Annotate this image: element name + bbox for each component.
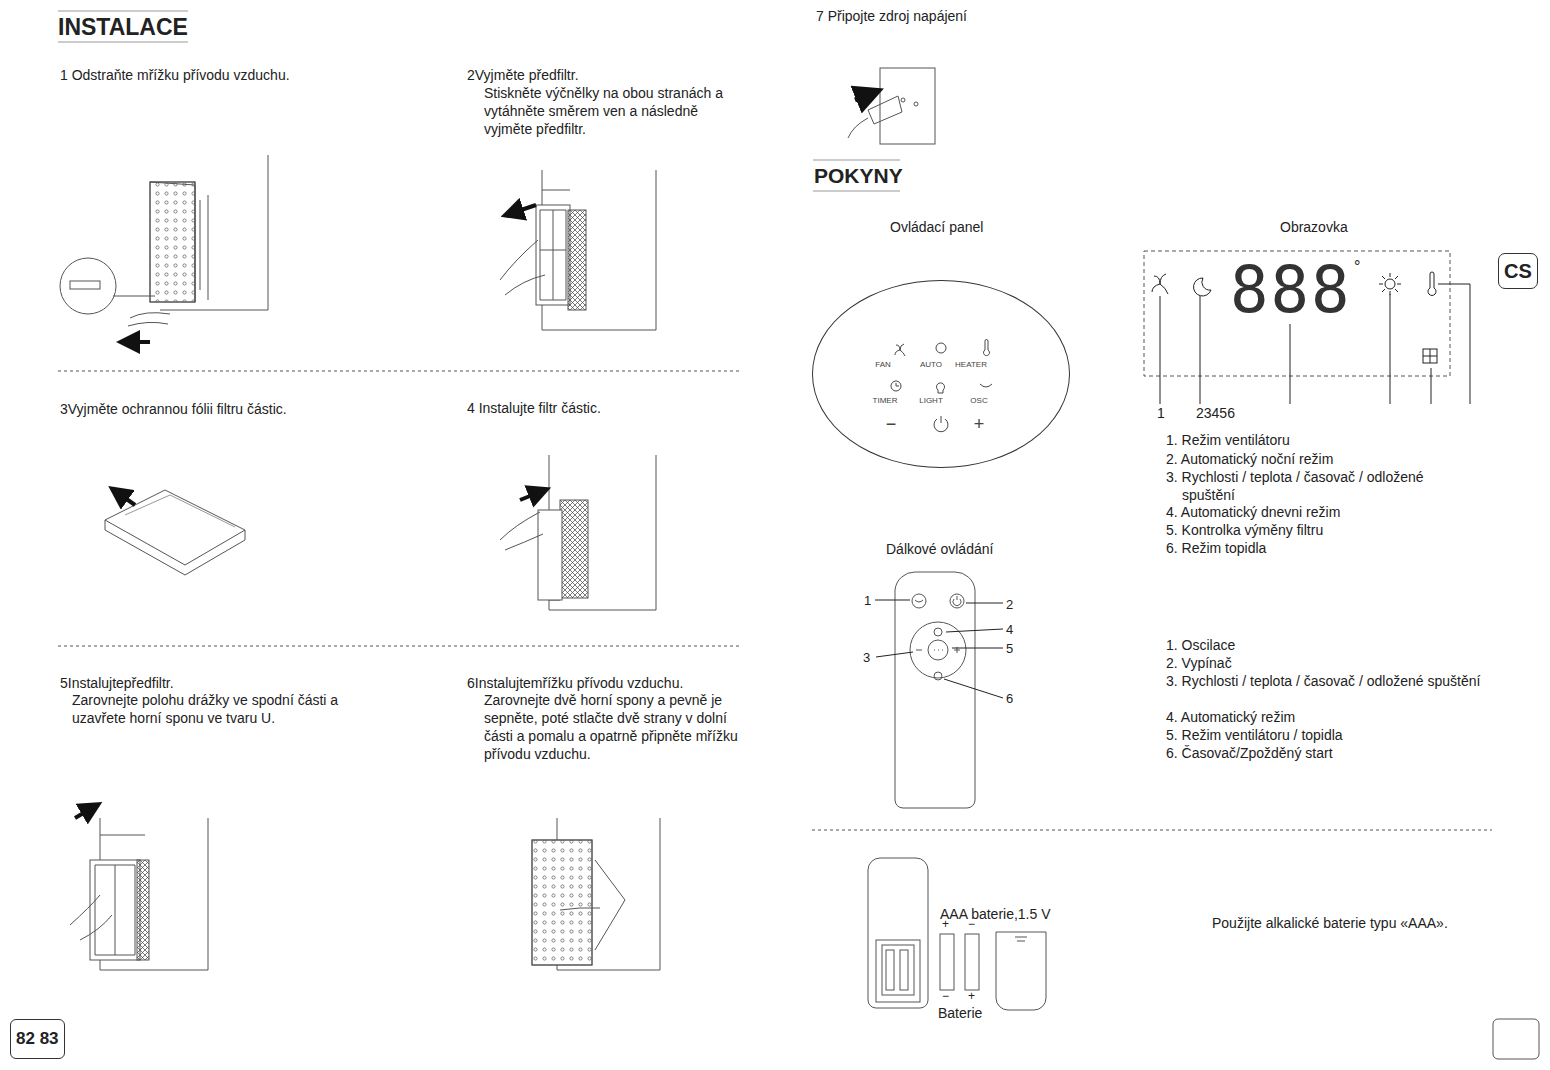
button-label: + <box>974 415 985 433</box>
legend-item: 2. Automatický noční režim <box>1166 450 1333 468</box>
section-heading: INSTALACE <box>58 14 188 40</box>
polarity-mark: + <box>942 918 949 930</box>
step-text: 6Instalujtemřížku přívodu vzduchu. <box>467 674 683 692</box>
polarity-mark: − <box>942 990 949 1002</box>
legend-item: 6. Režim topidla <box>1166 539 1266 557</box>
legend-item: 5. Režim ventilátoru / topidla <box>1166 726 1343 744</box>
caption: Dálkové ovládání <box>886 540 993 558</box>
callout-number: 2 <box>1006 596 1013 614</box>
polarity-mark: + <box>968 990 975 1002</box>
box-text: CS <box>1504 260 1532 283</box>
button-label: HEATER <box>955 361 987 369</box>
legend-item: 1. Oscilace <box>1166 636 1235 654</box>
callout-number: 1 <box>864 592 871 610</box>
legend-item: 2. Vypínač <box>1166 654 1232 672</box>
step-text: 7 Připojte zdroj napájení <box>816 7 967 25</box>
note: Použijte alkalické baterie typu «AAA». <box>1212 914 1448 932</box>
step-text: 5Instalujtepředfiltr. <box>60 674 174 692</box>
callout-number: 4 <box>1006 621 1013 639</box>
button-label: TIMER <box>873 397 898 405</box>
legend-item: 4. Automatický režim <box>1166 708 1295 726</box>
page-number: 82 83 <box>10 1019 65 1059</box>
legend-item: 4. Automatický dnevni režim <box>1166 503 1340 521</box>
step-text: 4 Instalujte filtr částic. <box>467 399 601 417</box>
legend-item: 3. Rychlosti / teplota / časovač / odlož… <box>1166 468 1432 504</box>
button-label: − <box>886 415 897 433</box>
display-digits: 888 <box>1230 258 1352 322</box>
legend-item: 5. Kontrolka výměny filtru <box>1166 521 1323 539</box>
step-text: Zarovnejte polohu drážky ve spodní části… <box>72 691 372 727</box>
callout-number: 23456 <box>1196 404 1235 422</box>
caption: Obrazovka <box>1280 218 1348 236</box>
callout-number: 3 <box>863 649 870 667</box>
step-text: Zarovnejte dvě horní spony a pevně je se… <box>484 691 744 763</box>
caption: Ovládací panel <box>890 218 983 236</box>
step-text: Stiskněte výčnělky na obou stranách a vy… <box>484 84 744 138</box>
section-heading: POKYNY <box>814 164 903 188</box>
legend-item: 6. Časovač/Zpožděný start <box>1166 744 1333 762</box>
box-text: 82 83 <box>16 1029 59 1049</box>
battery-label: Baterie <box>938 1004 982 1022</box>
step-text: 3Vyjměte ochrannou fólii filtru částic. <box>60 400 290 418</box>
button-label: AUTO <box>920 361 942 369</box>
button-label: FAN <box>875 361 891 369</box>
legend-item: 3. Rychlosti / teplota / časovač / odlož… <box>1166 672 1482 690</box>
step-text: 1 Odstraňte mřížku přívodu vzduchu. <box>60 66 440 84</box>
step-text: 2Vyjměte předfiltr. <box>467 66 579 84</box>
battery-label: AAA baterie,1.5 V <box>940 905 1051 923</box>
callout-number: 1 <box>1157 404 1165 422</box>
language-tab: CS <box>1498 253 1538 289</box>
callout-number: 5 <box>1006 640 1013 658</box>
control-panel: FAN AUTO HEATER TIMER LIGHT OSC − + <box>812 280 1070 468</box>
legend-item: 1. Režim ventilátoru <box>1166 431 1290 449</box>
degree-sign: ° <box>1354 258 1360 276</box>
button-label: LIGHT <box>919 397 943 405</box>
polarity-mark: − <box>968 918 975 930</box>
callout-number: 6 <box>1006 690 1013 708</box>
button-label: OSC <box>970 397 987 405</box>
